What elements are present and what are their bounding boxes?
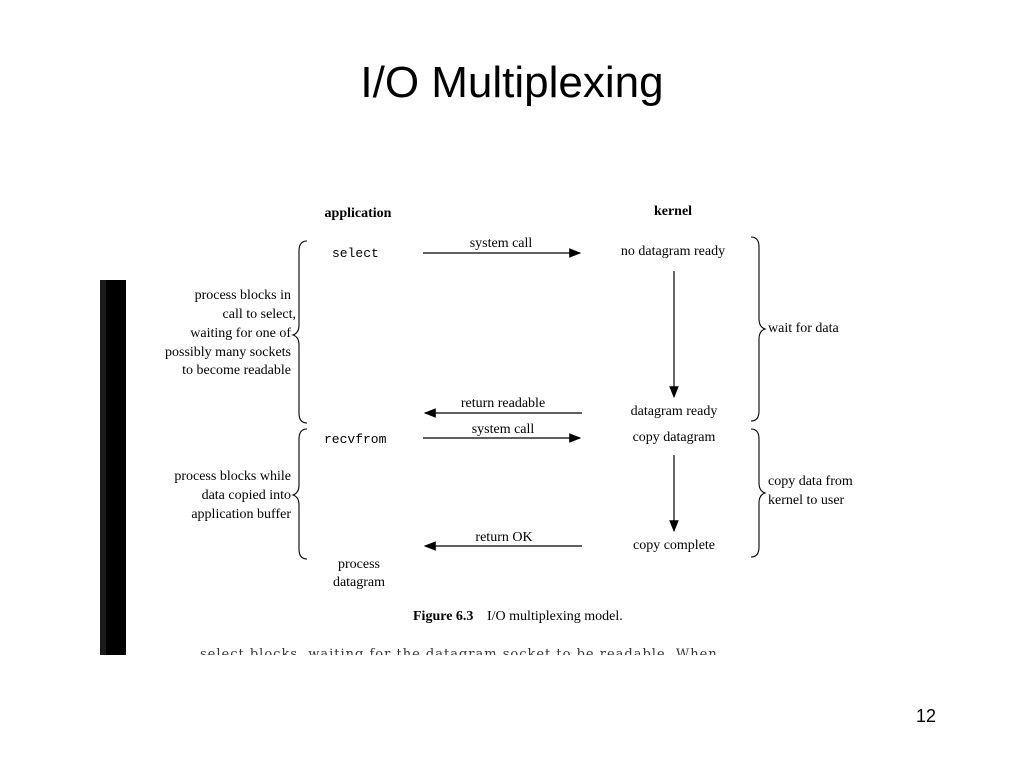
left-brace-2 xyxy=(291,428,308,560)
right-brace-1 xyxy=(750,236,767,422)
column-header-kernel: kernel xyxy=(654,204,692,219)
scan-edge-notch xyxy=(100,280,106,655)
figure-caption-text: I/O multiplexing model. xyxy=(487,609,623,624)
app-process-label-2: datagram xyxy=(333,575,385,590)
kernel-copy-complete: copy complete xyxy=(633,538,715,553)
right-brace-2 xyxy=(750,428,767,558)
left-note-1-line-2: call to select, xyxy=(223,307,296,322)
kernel-copy-datagram: copy datagram xyxy=(633,430,716,445)
left-brace-1 xyxy=(291,240,308,424)
slide-title: I/O Multiplexing xyxy=(360,58,664,107)
figure-caption-label: Figure 6.3 xyxy=(413,609,473,624)
left-note-1-line-3: waiting for one of xyxy=(190,326,291,341)
kernel-no-datagram-ready: no datagram ready xyxy=(621,244,725,259)
app-recvfrom-label: recvfrom xyxy=(324,432,387,447)
right-note-1: wait for data xyxy=(768,321,840,336)
left-note-1-line-1: process blocks in xyxy=(195,288,291,303)
left-note-1-line-5: to become readable xyxy=(182,363,291,378)
left-note-2-line-2: data copied into xyxy=(202,488,291,503)
arrow-system-call-1-label: system call xyxy=(470,236,533,251)
left-note-2-line-3: application buffer xyxy=(191,507,291,522)
cutoff-body-text: select blocks, waiting for the datagram … xyxy=(200,647,718,655)
kernel-datagram-ready: datagram ready xyxy=(631,404,718,419)
column-header-application: application xyxy=(325,206,392,221)
left-note-1-line-4: possibly many sockets xyxy=(165,345,291,360)
right-note-2-line-2: kernel to user xyxy=(768,493,845,508)
io-multiplexing-diagram: application kernel select recvfrom proce… xyxy=(165,204,853,624)
arrow-return-readable-label: return readable xyxy=(461,396,545,411)
right-note-2-line-1: copy data from xyxy=(768,474,853,489)
app-process-label-1: process xyxy=(338,557,380,572)
arrow-return-ok-label: return OK xyxy=(475,530,532,545)
left-note-2-line-1: process blocks while xyxy=(174,469,291,484)
arrow-system-call-2-label: system call xyxy=(472,422,535,437)
scanned-figure: application kernel select recvfrom proce… xyxy=(100,185,890,655)
page-number: 12 xyxy=(915,706,936,726)
app-select-label: select xyxy=(332,246,379,261)
